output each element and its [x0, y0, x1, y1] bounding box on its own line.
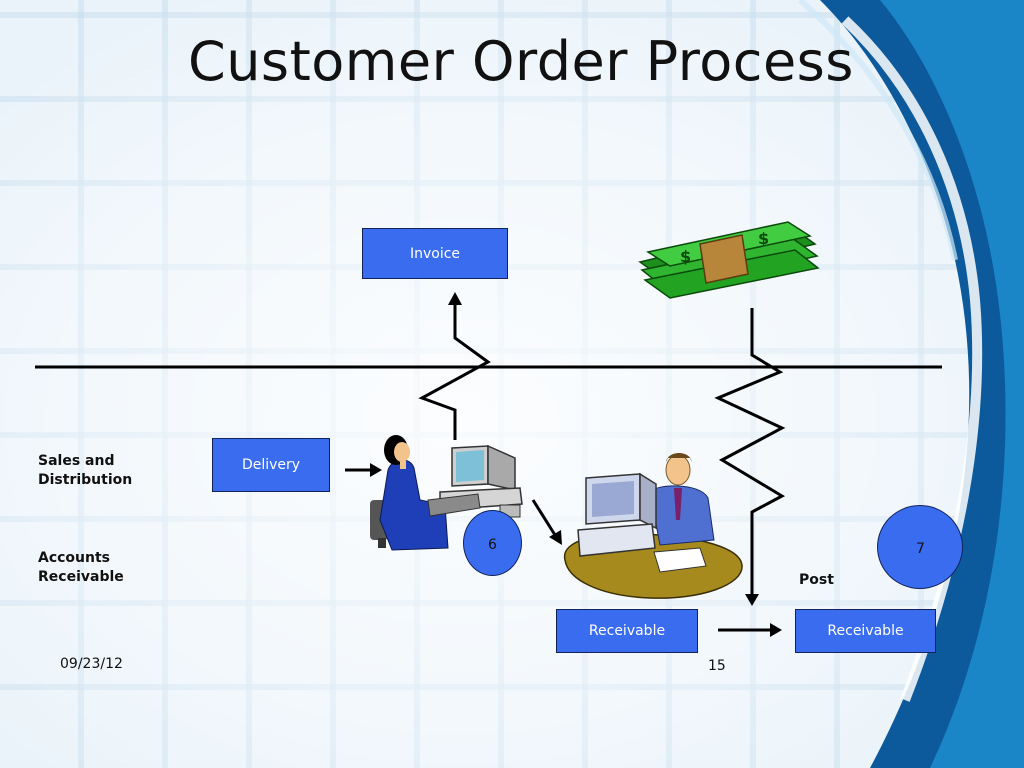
money-stack-icon: $ $: [638, 221, 820, 299]
diagonal-arrowhead: [549, 530, 562, 545]
svg-text:$: $: [758, 229, 769, 248]
step-7-label: 7: [916, 541, 925, 557]
post-label: Post: [799, 572, 834, 588]
lane-sales-and-distribution: Sales and Distribution: [38, 453, 133, 488]
step-7-circle: 7: [877, 505, 963, 589]
diagonal-arrow: [531, 499, 557, 536]
money-arrowhead: [745, 594, 759, 606]
money-zigzag-arrow: [714, 308, 786, 595]
svg-text:$: $: [680, 247, 691, 266]
woman-at-computer-icon: [370, 435, 523, 551]
receivable-box-1: Receivable: [556, 609, 698, 653]
slide-page-number: 15: [708, 658, 726, 674]
invoice-zigzag-arrow: [418, 305, 491, 440]
delivery-box: Delivery: [212, 438, 330, 492]
slide-date: 09/23/12: [60, 656, 123, 672]
slide-title: Customer Order Process: [188, 30, 854, 93]
step-6-label: 6: [488, 537, 497, 553]
receivable-arrowhead: [770, 623, 782, 637]
step-6-circle: 6: [463, 510, 522, 576]
man-at-desk-icon: [563, 453, 743, 599]
receivable-box-2: Receivable: [795, 609, 936, 653]
invoice-arrowhead: [448, 292, 462, 305]
lane-accounts-receivable: Accounts Receivable: [38, 550, 124, 585]
invoice-box: Invoice: [362, 228, 508, 279]
delivery-arrowhead: [370, 463, 382, 477]
